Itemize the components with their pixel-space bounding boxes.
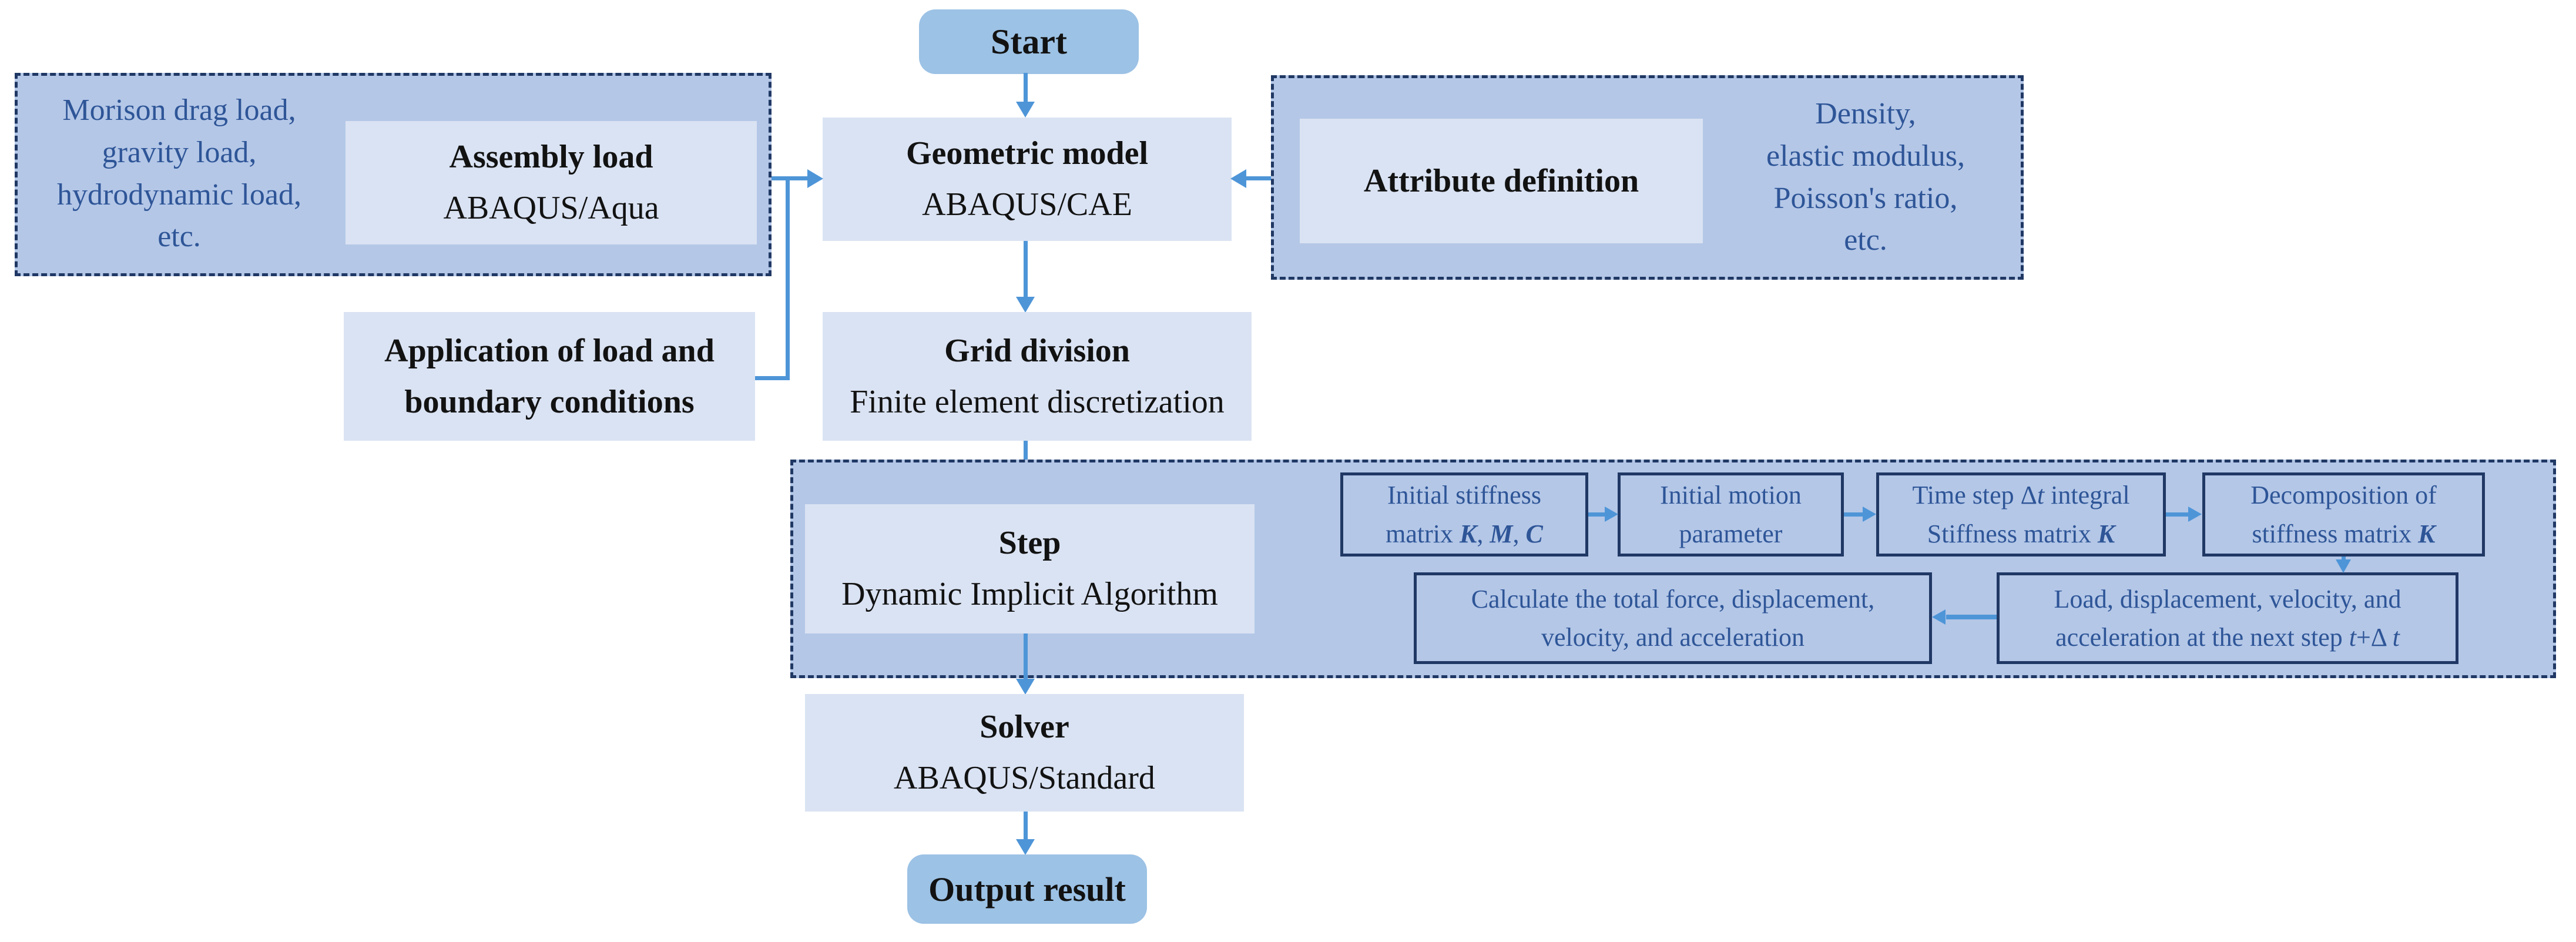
start-node: Start	[919, 9, 1139, 74]
assembly-load-node: Assembly load ABAQUS/Aqua	[346, 121, 757, 244]
step-title: Step	[998, 525, 1061, 562]
attribute-note: Density,elastic modulus,Poisson's ratio,…	[1766, 97, 1965, 257]
arrow-right-icon	[1605, 507, 1618, 522]
step-subtitle: Dynamic Implicit Algorithm	[841, 576, 1218, 612]
solver-subtitle: ABAQUS/Standard	[894, 760, 1155, 796]
arrow-line	[1588, 512, 1605, 517]
attribute-definition-title: Attribute definition	[1363, 162, 1639, 199]
arrow-line	[1024, 633, 1028, 679]
geometric-model-node: Geometric model ABAQUS/CAE	[823, 118, 1232, 241]
arrow-down-icon	[1016, 297, 1035, 313]
arrow-line	[2166, 512, 2189, 517]
arrow-down-icon	[1016, 102, 1035, 118]
output-result-node: Output result	[907, 854, 1147, 924]
arrow-right-icon	[807, 169, 823, 188]
arrow-line	[2342, 557, 2346, 560]
grid-division-title: Grid division	[944, 332, 1130, 369]
connector-line	[786, 176, 790, 380]
arrow-line	[772, 176, 808, 180]
assembly-load-subtitle: ABAQUS/Aqua	[443, 190, 659, 226]
arrow-line	[1246, 176, 1271, 180]
arrow-line	[1024, 73, 1028, 102]
connector-line	[755, 376, 790, 380]
arrow-line	[1024, 812, 1028, 840]
arrow-line	[1946, 615, 1997, 619]
arrow-line	[1844, 512, 1863, 517]
arrow-down-icon	[1016, 679, 1035, 695]
step-node: Step Dynamic Implicit Algorithm	[805, 504, 1255, 633]
arrow-down-icon	[2336, 559, 2351, 573]
arrow-right-icon	[1863, 507, 1876, 522]
arrow-down-icon	[1016, 839, 1035, 855]
grid-division-subtitle: Finite element discretization	[850, 383, 1225, 420]
assembly-load-title: Assembly load	[449, 139, 653, 176]
geometric-model-subtitle: ABAQUS/CAE	[922, 186, 1132, 223]
arrow-left-icon	[1932, 609, 1946, 625]
grid-division-node: Grid division Finite element discretizat…	[823, 312, 1252, 441]
solver-title: Solver	[980, 709, 1069, 746]
arrow-line	[1024, 241, 1028, 297]
assembly-note: Morison drag load,gravity load,hydrodyna…	[57, 93, 301, 254]
solver-node: Solver ABAQUS/Standard	[805, 694, 1244, 812]
arrow-right-icon	[2188, 507, 2202, 522]
algo-calculate-box: Calculate the total force, displacement,…	[1414, 572, 1932, 664]
arrow-left-icon	[1230, 169, 1246, 188]
attribute-definition-node: Attribute definition	[1300, 119, 1703, 243]
geometric-model-title: Geometric model	[905, 135, 1149, 172]
